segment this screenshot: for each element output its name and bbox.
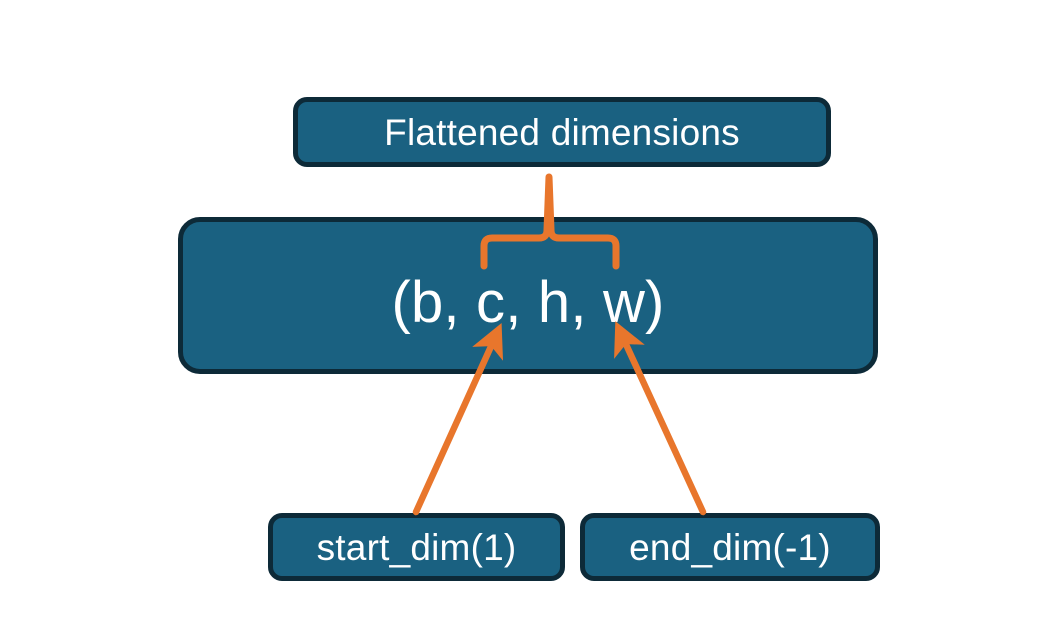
start-dim-box: start_dim(1) [268,513,565,581]
flattened-dimensions-label: Flattened dimensions [384,111,740,153]
end-dim-label: end_dim(-1) [629,526,831,568]
start-dim-label: start_dim(1) [316,526,517,568]
flattened-dimensions-box: Flattened dimensions [293,97,831,167]
tensor-shape-box: (b, c, h, w) [178,217,878,374]
tensor-shape-label: (b, c, h, w) [391,269,665,335]
end-dim-box: end_dim(-1) [580,513,880,581]
